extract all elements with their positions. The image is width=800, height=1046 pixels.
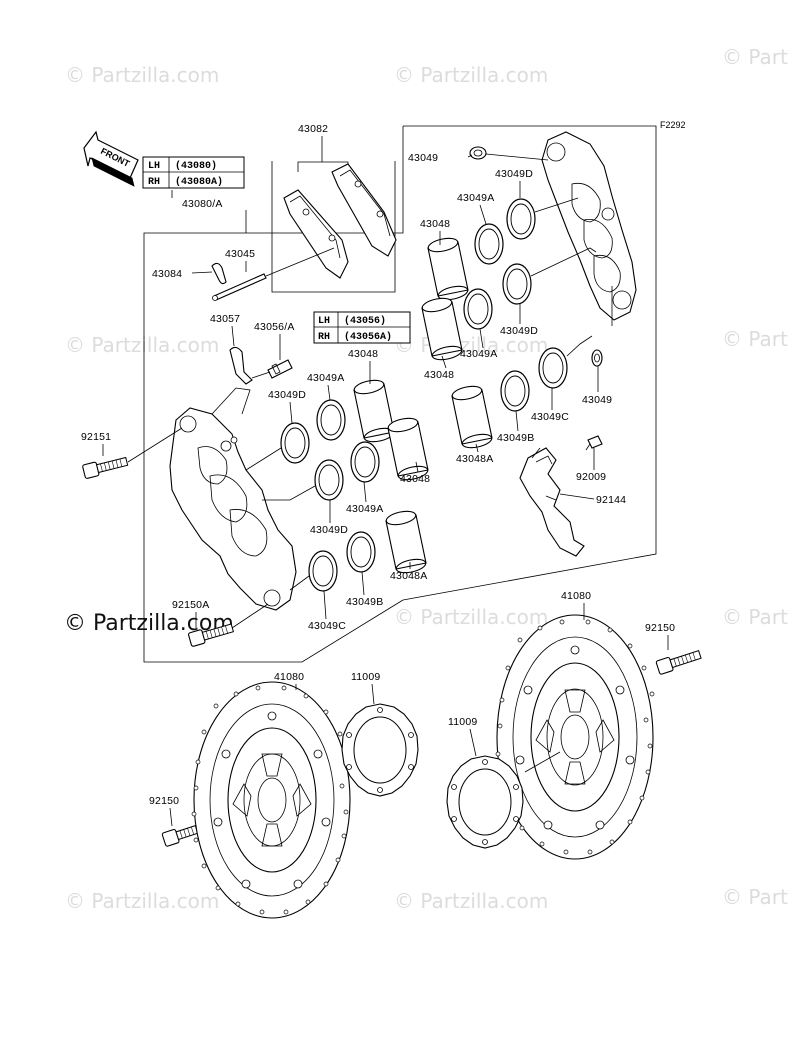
part-label: 11009: [351, 671, 380, 683]
part-label: 43056/A: [254, 321, 295, 333]
part-label: 43048: [424, 369, 454, 381]
part-label: 43049A: [346, 503, 383, 515]
watermark: © Part: [722, 605, 788, 629]
figure-id: F2292: [660, 120, 686, 130]
part-label: 41080: [274, 671, 304, 683]
rh-label: RH: [318, 332, 330, 343]
part-label: 43049B: [346, 596, 383, 608]
fitting-92009: [585, 435, 603, 451]
seal-43049B: [500, 370, 530, 412]
watermark: © Partzilla.com: [394, 63, 548, 87]
seal-43049D: [506, 198, 536, 240]
part-label: 43082: [298, 123, 328, 135]
seal-43049D: [314, 459, 344, 501]
lh-label: LH: [318, 316, 330, 327]
brake-disc-right: [495, 614, 655, 860]
rh-code: (43080A): [175, 176, 223, 188]
piston-43048: [426, 235, 470, 303]
watermark: © Part: [722, 45, 788, 69]
seal-43049A: [474, 223, 504, 265]
part-label: 92150: [645, 622, 675, 634]
pin-clip: [191, 262, 227, 285]
rh-code: (43056A): [344, 331, 392, 343]
piston-43048A: [450, 383, 494, 451]
part-label: 43049: [582, 394, 612, 406]
part-label: 43049C: [531, 411, 569, 423]
seal-43049C: [308, 550, 338, 592]
rh-label: RH: [148, 177, 160, 188]
shim-11009-right: [446, 755, 524, 849]
shim-11009-left: [341, 703, 419, 797]
part-label: 43049D: [268, 389, 306, 401]
part-label: 43049A: [307, 372, 344, 384]
part-label: 43049: [408, 152, 438, 164]
label-leaders: [102, 136, 669, 827]
part-label: 43048: [348, 348, 378, 360]
watermark: © Partzilla.com: [65, 333, 219, 357]
part-label: 92144: [596, 494, 626, 506]
left-caliper-body: [169, 387, 297, 611]
part-label: 43049C: [308, 620, 346, 632]
part-label: 92150: [149, 795, 179, 807]
bolt-92150-right: [655, 647, 703, 676]
part-label: 43048A: [456, 453, 493, 465]
part-label: 43049D: [495, 168, 533, 180]
part-label: 92150A: [172, 599, 209, 611]
seal-43049B: [346, 531, 376, 573]
seal-43049-right: [591, 349, 603, 367]
piston-43048: [352, 377, 396, 445]
part-label: 43049D: [310, 524, 348, 536]
piston-43048A: [384, 508, 428, 576]
part-label: 43048: [420, 218, 450, 230]
pad-pin: [212, 247, 335, 301]
watermark: © Partzilla.com: [394, 889, 548, 913]
bleeder-cap: [229, 346, 253, 385]
part-label: 43049D: [500, 325, 538, 337]
watermark: © Partzilla.com: [65, 63, 219, 87]
valve-variant-table: LH (43056) RH (43056A): [313, 311, 411, 344]
seal-43049D: [502, 263, 532, 305]
brake-pads: [283, 150, 397, 279]
part-label: 92009: [576, 471, 606, 483]
part-labels: 43082 43080/A 43045 43084 43057 43056/A …: [81, 123, 675, 807]
left-leader-lines: [245, 447, 316, 591]
watermark-group: © Partzilla.com © Partzilla.com © Part ©…: [64, 45, 788, 913]
watermark: © Partzilla.com: [394, 333, 548, 357]
part-label: 43080/A: [182, 198, 223, 210]
part-label: 43048A: [390, 570, 427, 582]
seal-43049A: [350, 441, 380, 483]
part-label: 11009: [448, 716, 477, 728]
watermark: © Partzilla.com: [394, 605, 548, 629]
right-leader-lines: [530, 197, 613, 357]
part-label: 92151: [81, 431, 111, 443]
seal-43049-top: [469, 146, 549, 161]
part-label: 43045: [225, 248, 255, 260]
brake-disc-left: [191, 681, 351, 919]
watermark: © Partzilla.com: [65, 889, 219, 913]
watermark: © Part: [722, 885, 788, 909]
lh-code: (43056): [344, 315, 386, 327]
caliper-assembly-frame: [143, 125, 657, 663]
right-caliper-body: [541, 131, 637, 321]
lh-label: LH: [148, 161, 160, 172]
part-label: 43049B: [497, 432, 534, 444]
part-label: 41080: [561, 590, 591, 602]
seal-43049D: [280, 422, 310, 464]
part-label: 43049A: [460, 348, 497, 360]
lh-code: (43080): [175, 160, 217, 172]
part-label: 43057: [210, 313, 240, 325]
caliper-variant-table: LH (43080) RH (43080A): [142, 156, 245, 189]
part-label: 43084: [152, 268, 182, 280]
watermark: © Part: [722, 327, 788, 351]
part-label: 43049A: [457, 192, 494, 204]
bolt-92151: [81, 454, 129, 480]
bleeder-valve: [251, 359, 293, 379]
seal-43049A: [463, 288, 493, 330]
brake-line-bracket-92144: [519, 447, 585, 557]
part-label: 43048: [400, 473, 430, 485]
front-arrow-icon: FRONT: [83, 130, 139, 187]
seal-43049C: [538, 347, 568, 389]
seal-43049A: [316, 399, 346, 441]
